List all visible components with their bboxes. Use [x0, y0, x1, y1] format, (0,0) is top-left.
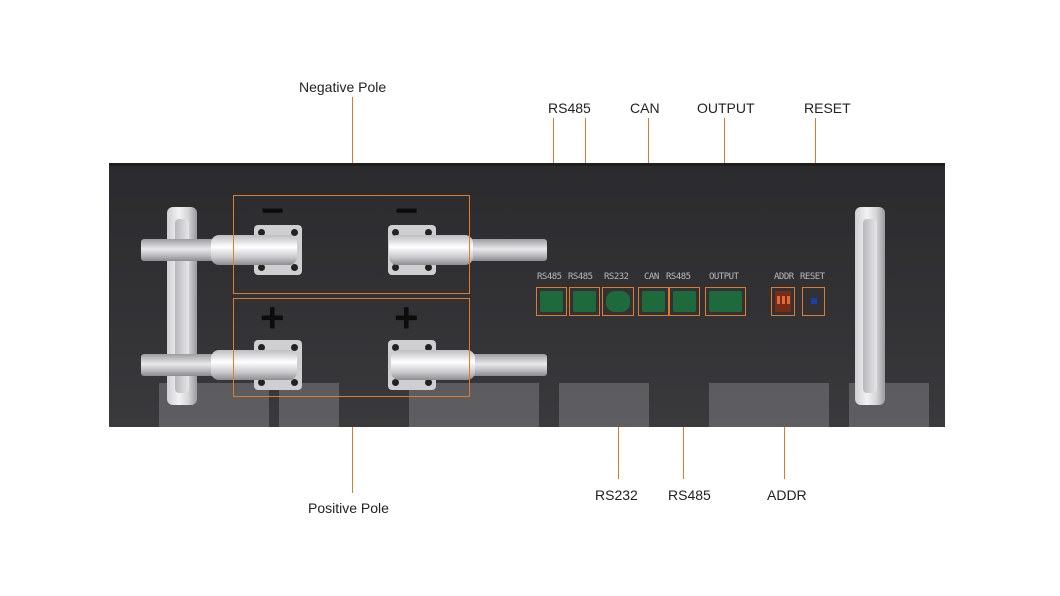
positive-pole-callout: Positive Pole	[308, 500, 389, 516]
terminal-screw	[258, 344, 265, 351]
panel-label-can: CAN	[644, 272, 659, 282]
panel-label-addr: ADDR	[774, 272, 794, 282]
port-socket	[606, 291, 630, 312]
negative-pole-callout: Negative Pole	[299, 79, 387, 95]
left-handle-grip	[175, 219, 189, 393]
panel-label-rs485-a: RS485	[537, 272, 562, 282]
negative-pole-box	[233, 195, 470, 294]
terminal-screw	[425, 229, 432, 236]
plus-sign-right: +	[394, 294, 419, 341]
minus-sign-right: −	[395, 189, 419, 233]
panel-reflection	[279, 383, 339, 427]
panel-top-edge	[109, 163, 945, 166]
negative-pole-leader	[352, 97, 353, 195]
minus-sign-left: −	[261, 189, 285, 233]
terminal-screw	[392, 229, 399, 236]
positive-pole-box	[233, 298, 470, 397]
panel-label-output: OUTPUT	[709, 272, 739, 282]
terminal-screw	[258, 229, 265, 236]
terminal-screw	[392, 264, 399, 271]
rs232-bottom-callout: RS232	[595, 487, 638, 503]
panel-reflection	[709, 383, 829, 427]
terminal-screw	[291, 229, 298, 236]
panel-label-rs485-b: RS485	[568, 272, 593, 282]
terminal-screw	[291, 379, 298, 386]
rs485-port-c[interactable]	[669, 287, 700, 316]
panel-reflection	[409, 383, 539, 427]
panel-reflection	[559, 383, 649, 427]
terminal-screw	[425, 264, 432, 271]
dip-lever	[777, 296, 780, 304]
right-handle-grip	[863, 219, 877, 393]
port-socket	[642, 291, 665, 312]
port-socket	[573, 291, 596, 312]
device-front-panel: − − + +	[109, 163, 945, 427]
rs485-port-a[interactable]	[536, 287, 567, 316]
rs485-top-callout: RS485	[548, 100, 591, 116]
dip-lever	[782, 296, 785, 304]
negative-plug-left	[211, 235, 297, 265]
can-top-callout: CAN	[630, 100, 660, 116]
output-port[interactable]	[705, 287, 746, 316]
dip-lever	[787, 296, 790, 304]
panel-label-rs485-c: RS485	[666, 272, 691, 282]
plus-sign-left: +	[260, 294, 285, 341]
right-handle	[855, 207, 885, 405]
addr-dip-switch[interactable]	[771, 287, 795, 316]
output-top-callout: OUTPUT	[697, 100, 755, 116]
port-socket	[540, 291, 563, 312]
reset-top-callout: RESET	[804, 100, 851, 116]
negative-plug-right	[389, 235, 473, 265]
positive-plug-right	[391, 350, 475, 380]
terminal-screw	[425, 344, 432, 351]
terminal-screw	[392, 379, 399, 386]
rs232-port[interactable]	[602, 287, 634, 316]
panel-label-rs232: RS232	[604, 272, 629, 282]
can-port[interactable]	[638, 287, 669, 316]
positive-plug-left	[211, 350, 297, 380]
terminal-screw	[291, 344, 298, 351]
terminal-screw	[392, 344, 399, 351]
terminal-screw	[258, 264, 265, 271]
positive-pole-leader	[352, 397, 353, 493]
panel-label-reset: RESET	[800, 272, 825, 282]
port-socket	[709, 291, 742, 312]
terminal-screw	[258, 379, 265, 386]
reset-button-cap	[811, 298, 817, 304]
addr-bottom-callout: ADDR	[767, 487, 807, 503]
port-socket	[673, 291, 696, 312]
rs485-bottom-callout: RS485	[668, 487, 711, 503]
reset-button[interactable]	[802, 287, 825, 316]
rs485-port-b[interactable]	[569, 287, 600, 316]
terminal-screw	[425, 379, 432, 386]
terminal-screw	[291, 264, 298, 271]
